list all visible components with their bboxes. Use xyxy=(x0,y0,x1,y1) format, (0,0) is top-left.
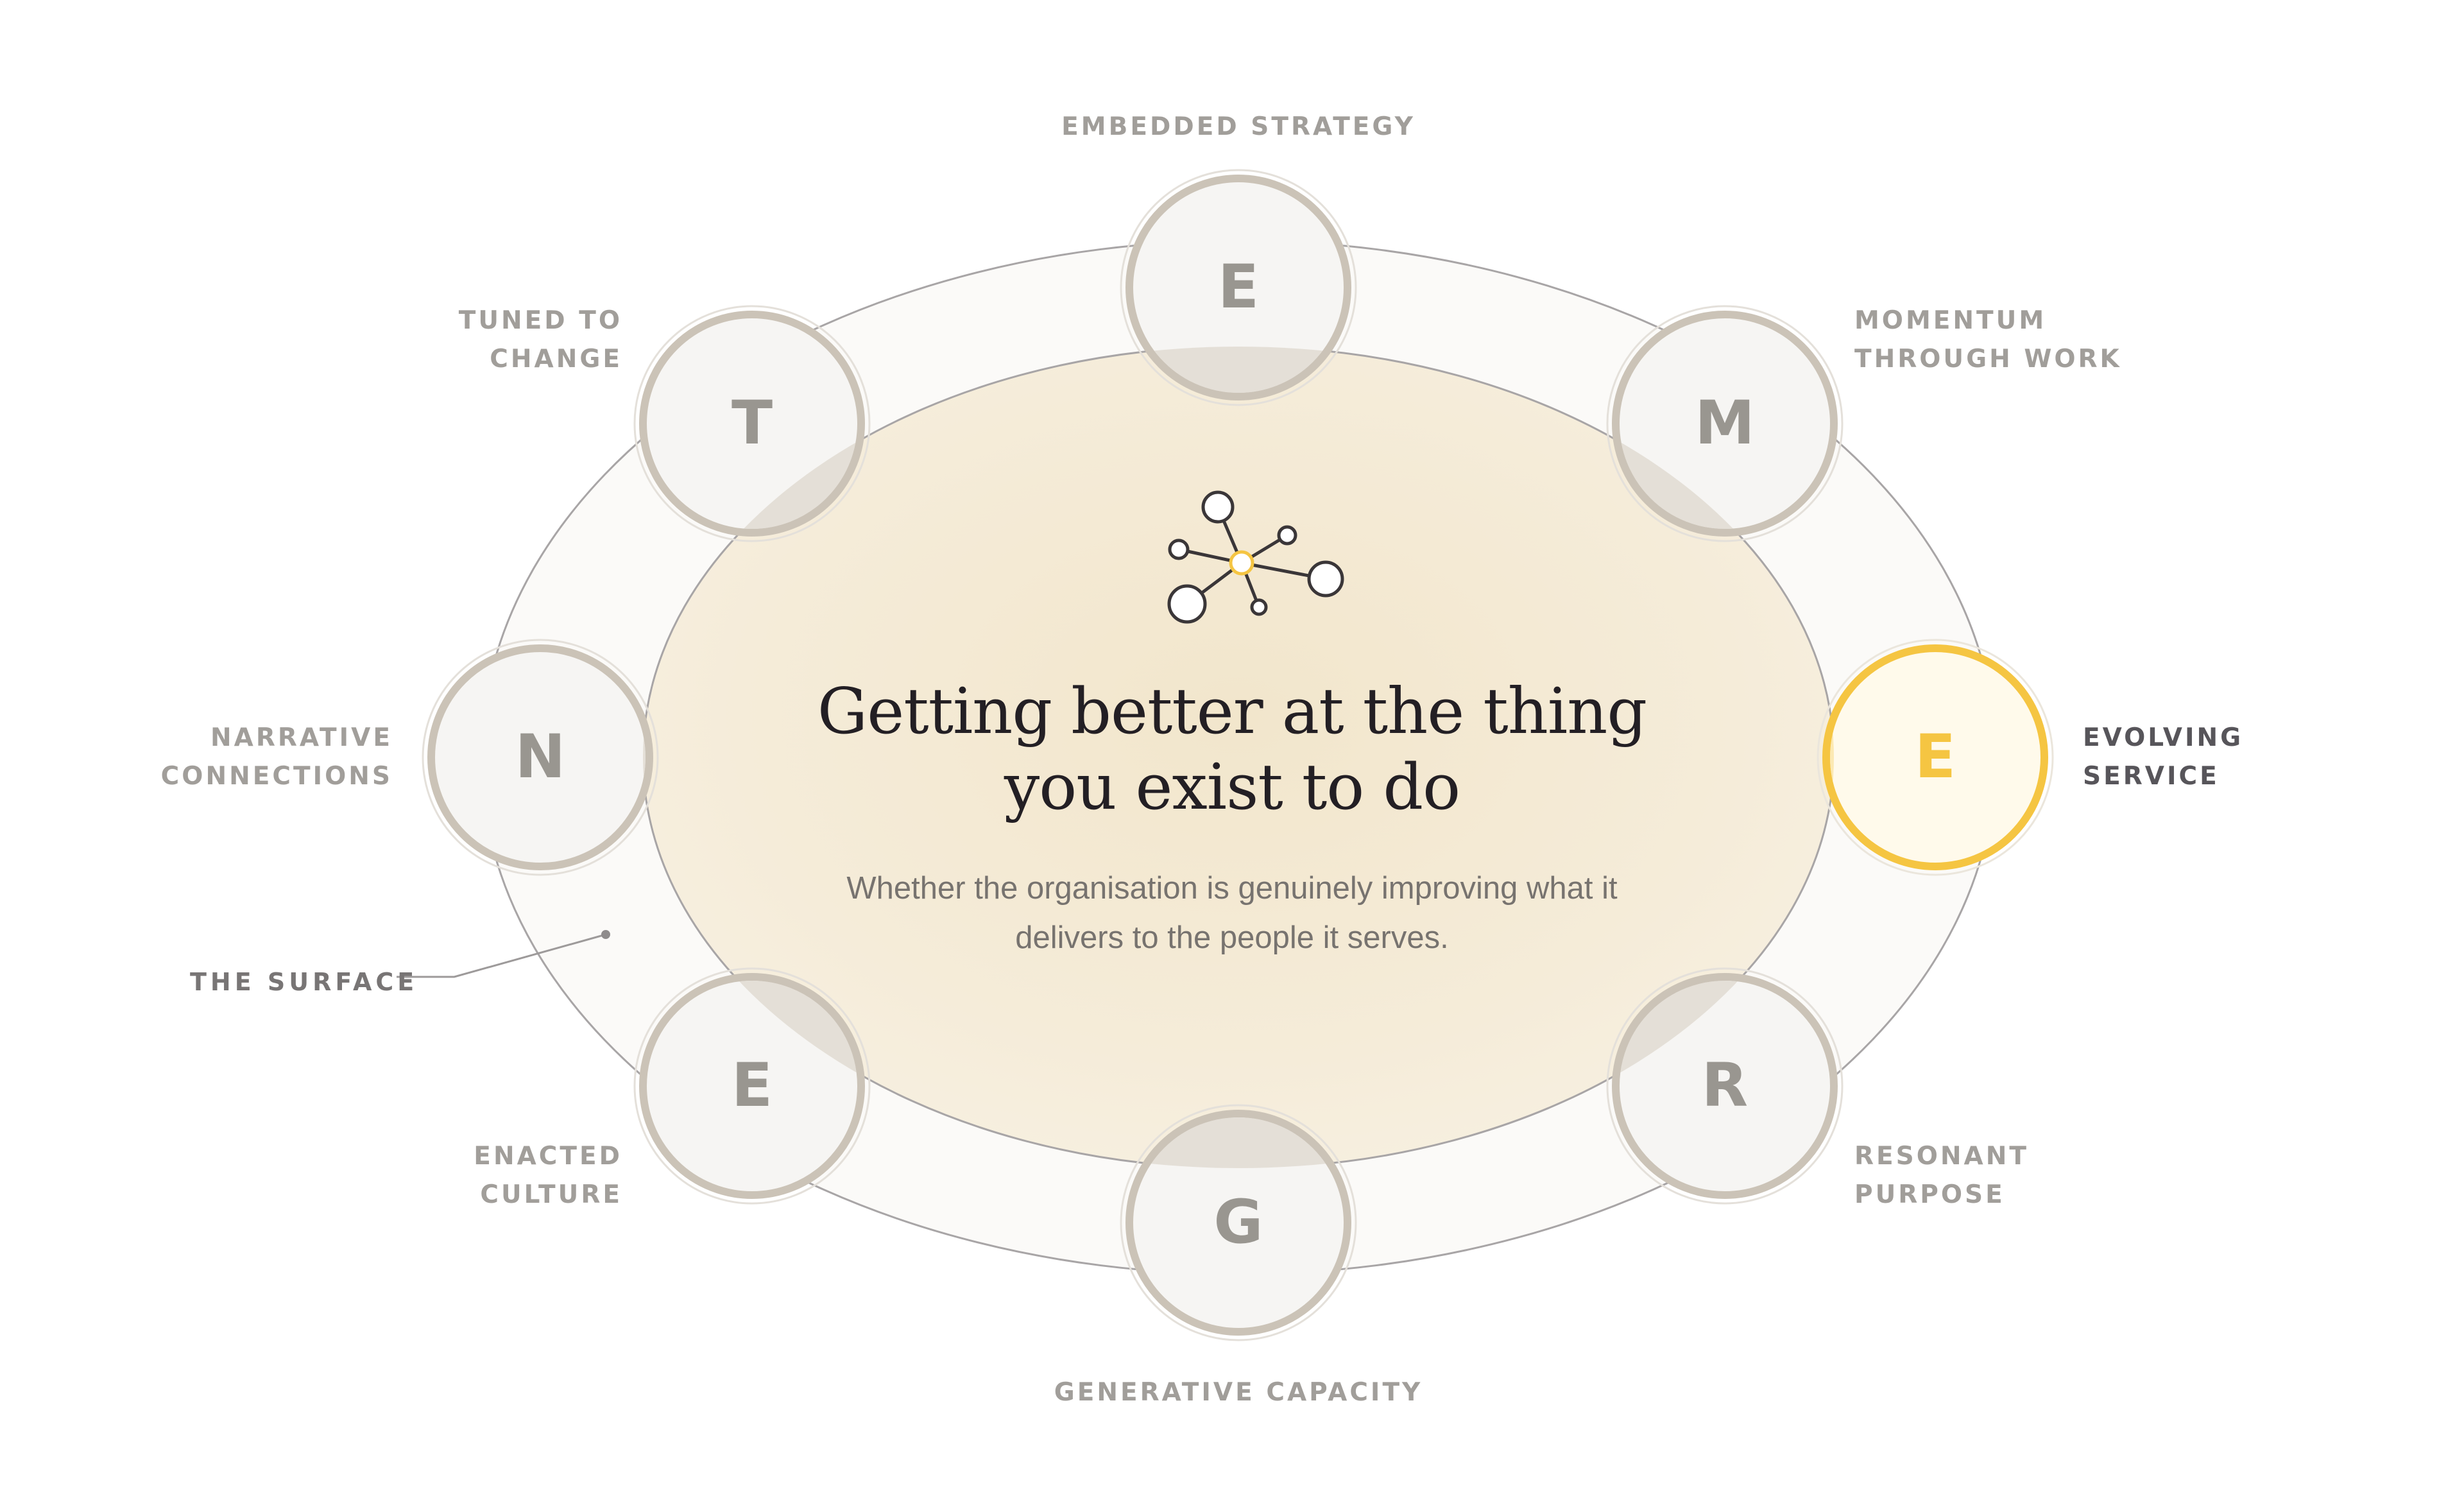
node-label-line1: TUNED TO xyxy=(458,306,622,335)
node-label-5: ENACTED CULTURE xyxy=(237,1137,622,1214)
node-letter: N xyxy=(515,722,566,792)
node-label-3: RESONANT PURPOSE xyxy=(1854,1137,2029,1214)
node-label-line1: EMBEDDED STRATEGY xyxy=(1061,112,1416,141)
node-halo xyxy=(633,305,871,542)
node-letter: T xyxy=(731,388,773,458)
node-ring-1 xyxy=(1606,305,1844,542)
node-label-line1: ENACTED xyxy=(474,1142,622,1171)
node-ring-0 xyxy=(1120,169,1357,406)
node-circle xyxy=(1822,644,2048,870)
node-label-line1: GENERATIVE CAPACITY xyxy=(1054,1378,1423,1407)
node-label-line2: THROUGH WORK xyxy=(1854,345,2122,374)
surface-pointer-line xyxy=(397,933,606,978)
node-label-line2: CHANGE xyxy=(490,345,622,374)
network-nodes-icon xyxy=(1167,490,1344,624)
center-subtitle-line1: Whether the organisation is genuinely im… xyxy=(846,871,1618,906)
node-label-line1: EVOLVING xyxy=(2083,723,2244,752)
center-title-line2: you exist to do xyxy=(1004,751,1460,824)
node-halo xyxy=(1817,639,2054,876)
node-letter: R xyxy=(1701,1051,1749,1121)
node-7[interactable]: T xyxy=(642,313,862,534)
node-halo xyxy=(633,967,871,1205)
node-halo xyxy=(422,639,659,876)
node-2-active[interactable]: E xyxy=(1825,647,2046,868)
surface-label: THE SURFACE xyxy=(190,968,418,996)
node-label-4: GENERATIVE CAPACITY xyxy=(982,1374,1495,1412)
node-label-6: NARRATIVE CONNECTIONS xyxy=(8,719,393,796)
node-circle xyxy=(427,644,653,870)
node-label-0: EMBEDDED STRATEGY xyxy=(982,108,1495,146)
node-4[interactable]: G xyxy=(1128,1112,1349,1333)
node-5[interactable]: E xyxy=(642,976,862,1196)
surface-pointer-dot xyxy=(601,930,610,939)
node-letter: M xyxy=(1695,388,1755,458)
node-6[interactable]: N xyxy=(430,647,651,868)
node-letter: E xyxy=(1914,722,1956,792)
node-label-line1: MOMENTUM xyxy=(1854,306,2047,335)
center-title-line1: Getting better at the thing xyxy=(817,675,1647,748)
node-letter: G xyxy=(1213,1187,1263,1257)
node-ring-4 xyxy=(1120,1104,1357,1341)
node-label-line1: RESONANT xyxy=(1854,1142,2029,1171)
node-label-line2: PURPOSE xyxy=(1854,1180,2005,1209)
node-letter: E xyxy=(731,1051,773,1121)
node-letter: E xyxy=(1217,252,1260,322)
node-ring-7 xyxy=(633,305,871,542)
center-title: Getting better at the thing you exist to… xyxy=(751,674,1713,825)
node-label-line2: SERVICE xyxy=(2083,762,2220,791)
node-ring-6 xyxy=(422,639,659,876)
node-label-1: MOMENTUM THROUGH WORK xyxy=(1854,302,2122,379)
node-ring-3 xyxy=(1606,967,1844,1205)
node-label-2: EVOLVING SERVICE xyxy=(2083,719,2243,796)
node-ring-2 xyxy=(1817,639,2054,876)
node-halo xyxy=(1606,967,1844,1205)
node-label-line2: CONNECTIONS xyxy=(160,762,393,791)
node-1[interactable]: M xyxy=(1614,313,1835,534)
node-circle xyxy=(1125,175,1351,400)
node-halo xyxy=(1606,305,1844,542)
node-halo xyxy=(1120,169,1357,406)
node-0[interactable]: E xyxy=(1128,177,1349,398)
node-label-line1: NARRATIVE xyxy=(210,723,393,752)
node-label-7: TUNED TO CHANGE xyxy=(237,302,622,379)
node-ring-5 xyxy=(633,967,871,1205)
node-3[interactable]: R xyxy=(1614,976,1835,1196)
node-label-line2: CULTURE xyxy=(480,1180,622,1209)
center-subtitle-line2: delivers to the people it serves. xyxy=(1015,920,1449,955)
node-circle xyxy=(1125,1110,1351,1336)
center-subtitle: Whether the organisation is genuinely im… xyxy=(815,864,1649,963)
node-halo xyxy=(1120,1104,1357,1341)
